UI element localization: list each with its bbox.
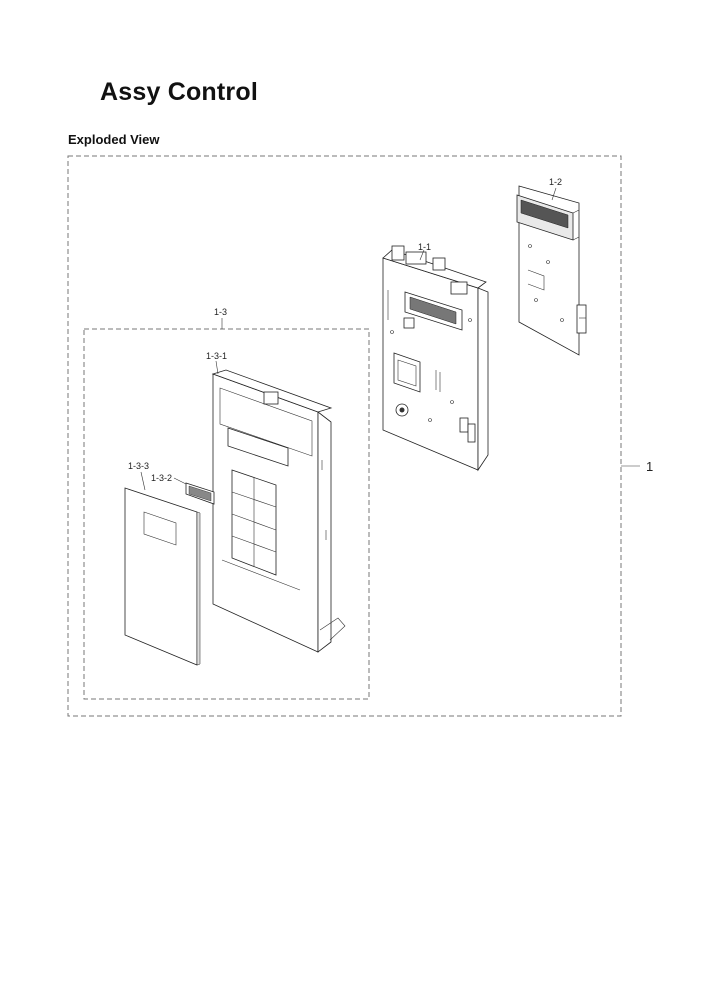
panel-body-part: [211, 369, 346, 653]
callout-1-1: 1-1: [418, 242, 431, 252]
callout-1: 1: [646, 459, 653, 474]
front-sheet-part: [124, 487, 201, 666]
pcb-leader-line: [551, 187, 557, 201]
callout-1-3-2: 1-3-2: [151, 473, 172, 483]
page-title: Assy Control: [100, 78, 258, 106]
section-subtitle: Exploded View: [68, 132, 160, 147]
callout-1-2: 1-2: [549, 177, 562, 187]
display-window-part: [185, 482, 215, 505]
panel-group-boundary: [83, 328, 370, 700]
callout-1-3-1: 1-3-1: [206, 351, 227, 361]
panel-body-leader-line: [215, 360, 219, 375]
pcb-part: [516, 185, 587, 356]
callout-1-3-3: 1-3-3: [128, 461, 149, 471]
sheet-leader-line: [140, 471, 146, 491]
frame-leader-line: [419, 249, 425, 261]
window-leader-line: [173, 477, 187, 485]
control-frame-part: [382, 245, 489, 472]
assembly-boundary: [67, 155, 622, 717]
callout-1-3: 1-3: [214, 307, 227, 317]
